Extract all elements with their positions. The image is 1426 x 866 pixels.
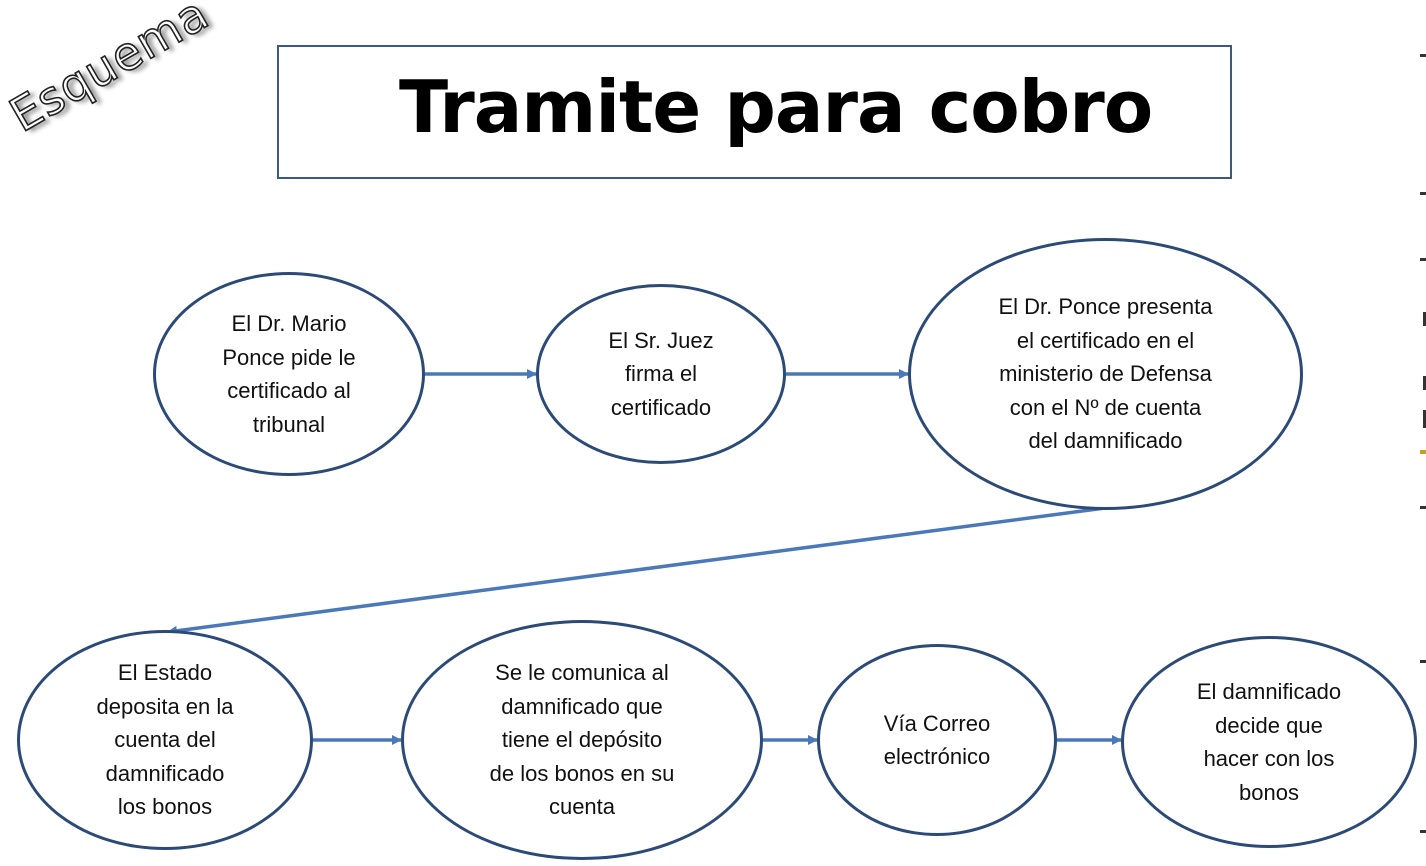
page-title: Tramite para cobro (399, 65, 1153, 149)
edge-fragment (1420, 258, 1426, 261)
node-label: El Dr. Ponce presenta el certificado en … (998, 294, 1213, 454)
node-label: El damnificado decide que hacer con los … (1196, 679, 1342, 805)
edge-fragment (1423, 312, 1426, 326)
node-mario-ponce-pide: El Dr. Mario Ponce pide le certificado a… (153, 272, 425, 476)
edge-fragment (1420, 660, 1426, 663)
node-se-comunica: Se le comunica al damnificado que tiene … (401, 620, 763, 860)
edge-fragment (1423, 410, 1426, 428)
node-via-correo: Vía Correo electrónico (817, 644, 1057, 836)
node-label: El Sr. Juez firma el certificado (608, 327, 714, 420)
node-juez-firma: El Sr. Juez firma el certificado (536, 284, 786, 464)
edge-fragment (1420, 830, 1426, 833)
edge-fragment (1420, 450, 1426, 454)
title-box: Tramite para cobro (277, 45, 1232, 179)
node-label: Vía Correo electrónico (883, 710, 991, 770)
edge-fragment (1420, 54, 1426, 57)
node-label: Se le comunica al damnificado que tiene … (489, 660, 675, 820)
edge-fragment (1420, 192, 1426, 195)
edge-fragment (1423, 376, 1426, 390)
node-damnificado-decide: El damnificado decide que hacer con los … (1121, 636, 1417, 848)
node-label: El Estado deposita en la cuenta del damn… (96, 660, 234, 820)
node-estado-deposita: El Estado deposita en la cuenta del damn… (17, 630, 313, 850)
node-presenta-certificado: El Dr. Ponce presenta el certificado en … (908, 238, 1303, 510)
edge-n3-n4 (167, 506, 1106, 636)
node-label: El Dr. Mario Ponce pide le certificado a… (222, 311, 356, 437)
edge-fragment (1420, 506, 1426, 509)
